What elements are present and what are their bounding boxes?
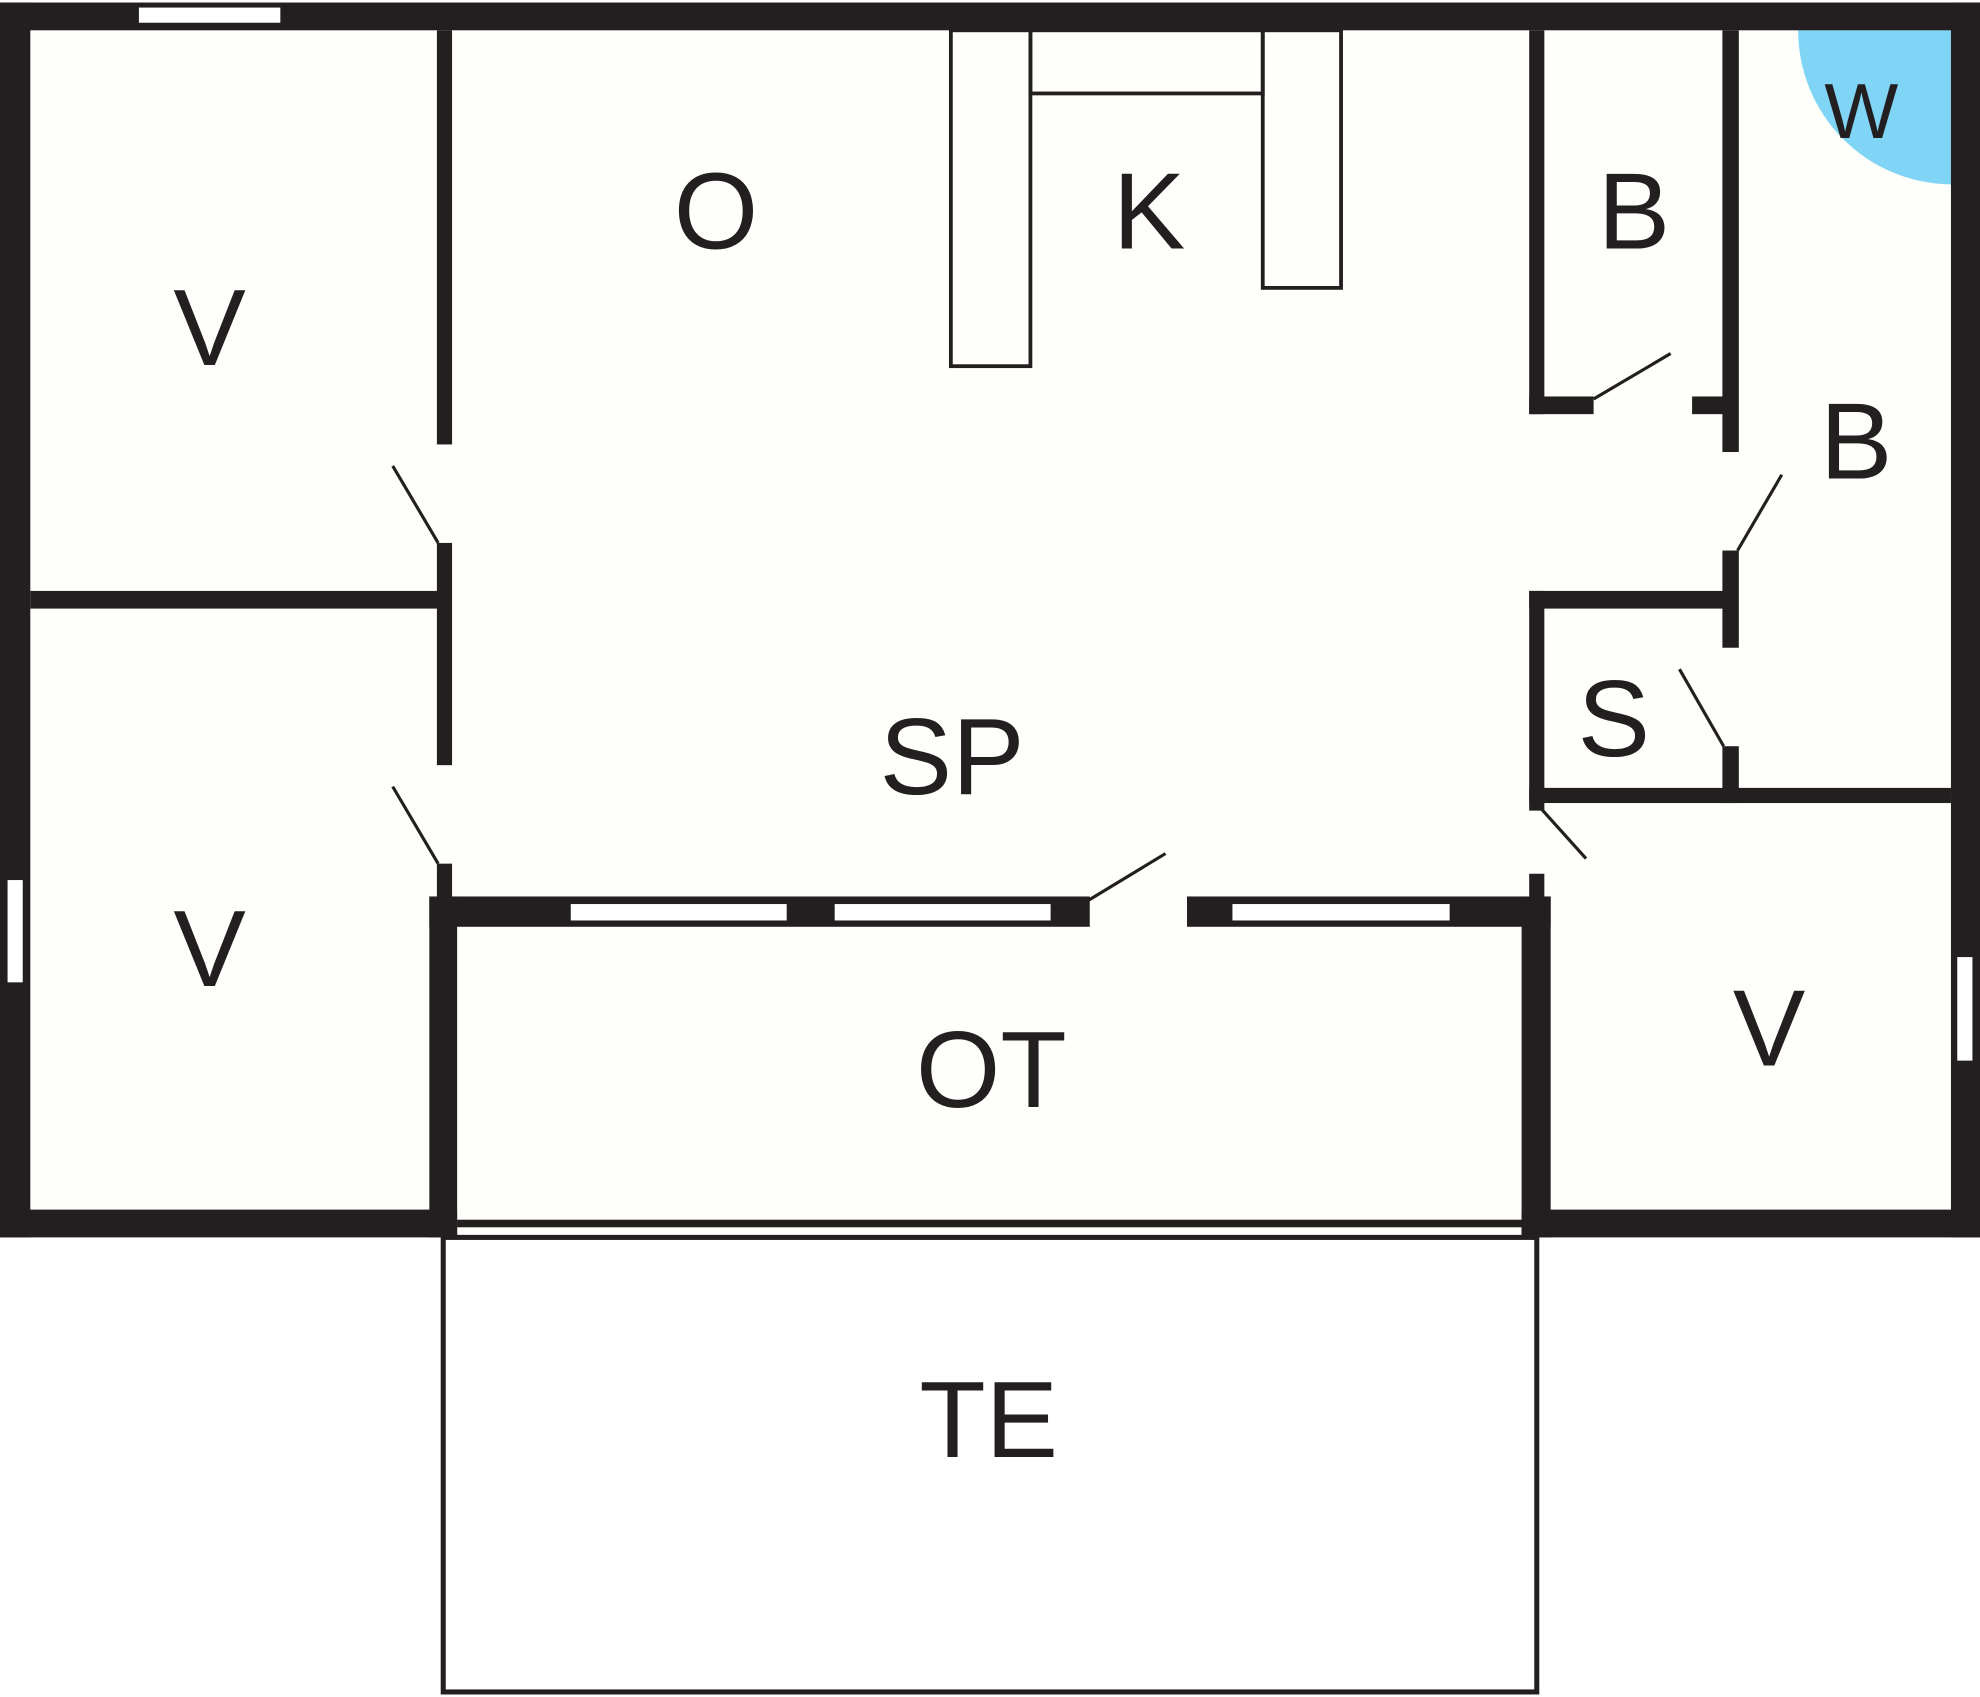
windows — [7, 7, 1973, 1061]
room-label-washer: W — [1824, 67, 1898, 155]
room-label-covered-terrace: OT — [916, 1010, 1067, 1131]
room-label-bath-top: B — [1598, 152, 1670, 273]
room-labels: V O K B W B S SP V OT V TE — [173, 67, 1898, 1481]
room-label-hall: SP — [880, 697, 1025, 818]
room-label-terrace: TE — [919, 1360, 1058, 1481]
room-label-bedroom-top-left: V — [173, 268, 245, 389]
floor-area — [0, 0, 1980, 1237]
room-label-bedroom-right: V — [1733, 969, 1805, 1090]
room-label-living: O — [674, 152, 758, 273]
room-label-bath-right: B — [1820, 381, 1892, 502]
room-label-storage: S — [1578, 659, 1650, 780]
washer-zone — [1798, 30, 1951, 185]
terrace-outline — [440, 1234, 1540, 1695]
room-label-bedroom-bottom-left: V — [173, 889, 245, 1010]
room-label-kitchen: K — [1113, 152, 1185, 273]
kitchen-counters — [948, 28, 1343, 369]
door-swings — [391, 352, 1784, 902]
